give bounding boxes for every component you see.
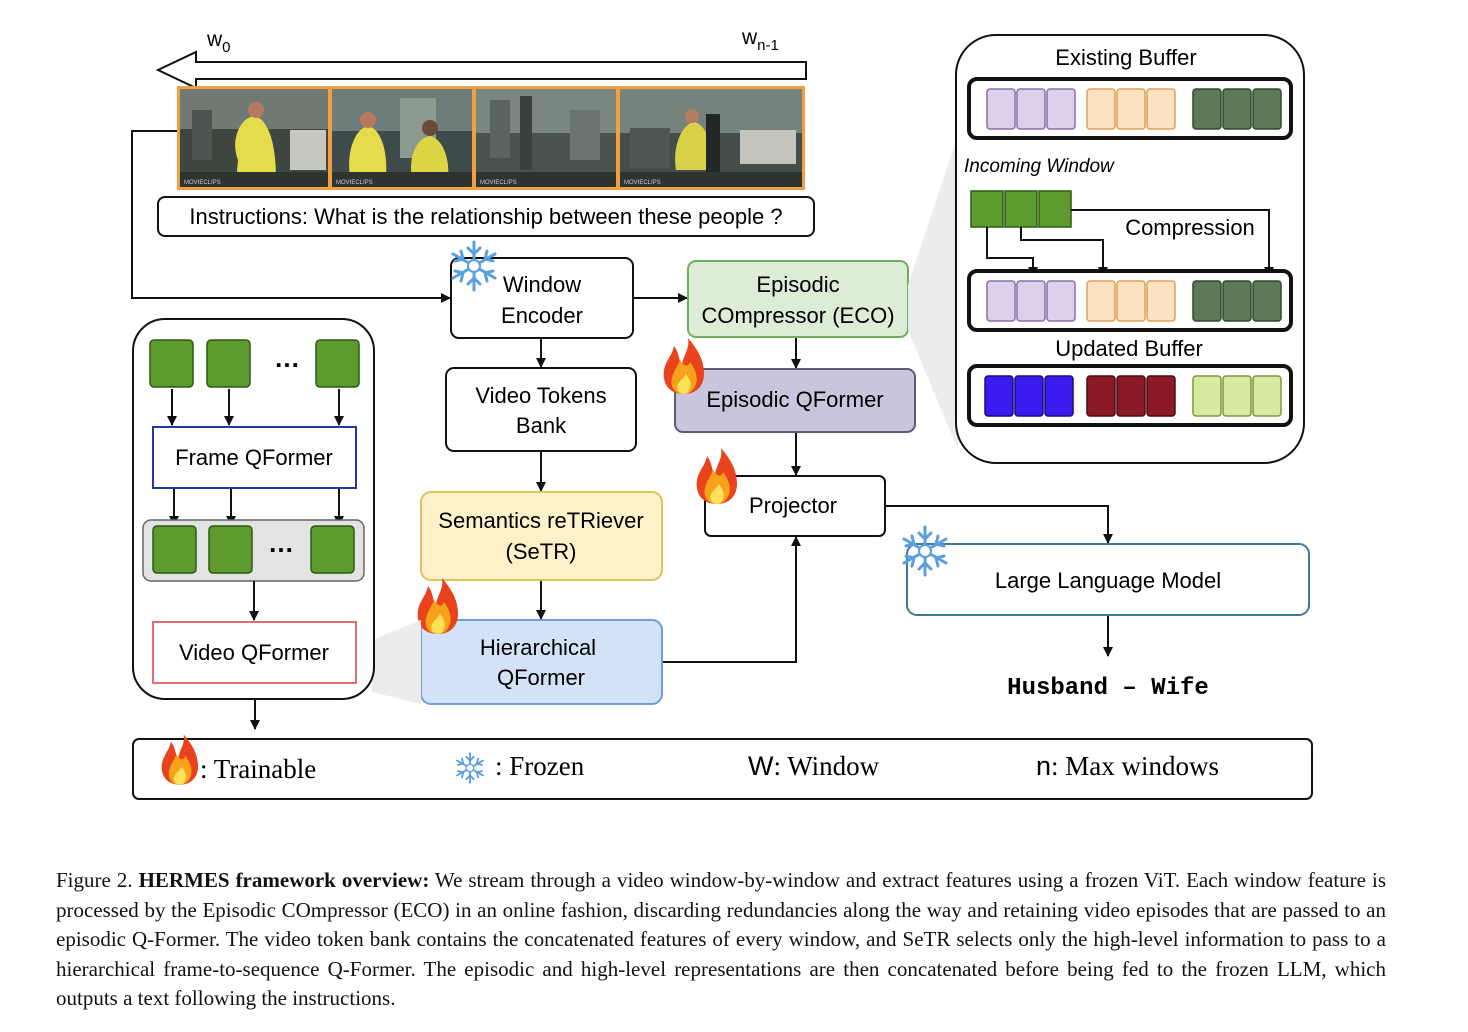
video-frame-3: MOVIECLIPS <box>476 89 616 187</box>
video-qformer-box <box>152 621 357 684</box>
window-encoder-block: Window Encoder <box>450 240 634 339</box>
svg-text:Episodic QFormer: Episodic QFormer <box>706 387 883 412</box>
legend-frozen: : Frozen <box>495 751 585 781</box>
projector-to-llm-arrow <box>885 505 1113 544</box>
hier-to-projector-arrow <box>662 536 801 663</box>
svg-text:Projector: Projector <box>749 493 837 518</box>
frame-token <box>149 339 194 388</box>
figure-caption: Figure 2. HERMES framework overview: We … <box>56 868 1386 1010</box>
svg-text:Large Language Model: Large Language Model <box>995 568 1221 593</box>
frame-token <box>152 525 197 574</box>
svg-text:…: … <box>268 528 294 558</box>
llm-output-text: Husband – Wife <box>1007 675 1209 702</box>
video-frame-2: MOVIECLIPS <box>332 89 472 187</box>
video-qformer-label: Video QFormer <box>179 640 329 665</box>
frame-token <box>315 339 360 388</box>
svg-text:(SeTR): (SeTR) <box>506 539 577 564</box>
window-end-label: wn-1 <box>741 26 779 54</box>
hier-zoom-wedge <box>372 620 421 704</box>
incoming-token <box>1038 190 1072 228</box>
episodic-qformer-block: Episodic QFormer <box>663 338 916 433</box>
updated-buffer-label: Updated Buffer <box>1055 336 1203 361</box>
caption-body: We stream through a video window-by-wind… <box>56 868 1386 1010</box>
frame-qformer-label: Frame QFormer <box>175 445 333 470</box>
projector-block: Projector <box>696 448 886 537</box>
legend: : Trainable : Frozen W: Window n: Max wi… <box>132 734 1313 800</box>
legend-trainable: : Trainable <box>200 754 316 784</box>
existing-buffer-label: Existing Buffer <box>1055 45 1196 70</box>
eco-zoom-wedge <box>908 135 958 450</box>
svg-text:Semantics reTRiever: Semantics reTRiever <box>438 508 643 533</box>
hierarchical-qformer-block: Hierarchical QFormer <box>417 578 663 705</box>
frames-to-encoder-arrow <box>131 130 451 303</box>
hierarchical-detail-panel: … Frame QFormer … Video QFormer <box>132 318 375 700</box>
instructions-text: Instructions: What is the relationship b… <box>189 204 782 229</box>
frame-token <box>310 525 355 574</box>
frame-qformer-box <box>152 426 357 489</box>
svg-text:Encoder: Encoder <box>501 303 583 328</box>
llm-block: Large Language Model <box>902 525 1310 616</box>
svg-text:Window: Window <box>503 272 581 297</box>
incoming-token <box>1004 190 1038 228</box>
svg-text:MOVIECLIPS: MOVIECLIPS <box>480 180 517 186</box>
video-frame-4: MOVIECLIPS <box>620 89 802 187</box>
svg-text:COmpressor (ECO): COmpressor (ECO) <box>701 303 894 328</box>
video-tokens-bank-block: Video Tokens Bank <box>445 367 637 452</box>
trainable-flame-icon <box>696 448 737 504</box>
svg-text:MOVIECLIPS: MOVIECLIPS <box>184 180 221 186</box>
video-frame-strip: MOVIECLIPS MOVIECLIPS MOVIECLIPS <box>177 86 805 190</box>
svg-text:Video Tokens: Video Tokens <box>475 383 606 408</box>
setr-block: Semantics reTRiever (SeTR) <box>420 491 663 581</box>
svg-text:MOVIECLIPS: MOVIECLIPS <box>624 180 661 186</box>
legend-max-windows: n: Max windows <box>1036 751 1219 781</box>
svg-text:Episodic: Episodic <box>756 272 839 297</box>
svg-text:Bank: Bank <box>516 413 567 438</box>
svg-text:QFormer: QFormer <box>497 665 585 690</box>
video-frame-1: MOVIECLIPS <box>180 89 328 187</box>
frame-token <box>206 339 251 388</box>
caption-title: HERMES framework overview: <box>138 868 430 892</box>
instructions-box <box>157 196 815 237</box>
eco-block: Episodic COmpressor (ECO) <box>687 260 909 338</box>
svg-text:Hierarchical: Hierarchical <box>480 635 596 660</box>
buffer-detail-panel: Existing Buffer Incoming Window Compress… <box>955 34 1305 464</box>
trainable-flame-icon <box>417 578 458 634</box>
incoming-token <box>970 190 1004 228</box>
legend-window: W: Window <box>748 751 880 781</box>
compression-label: Compression <box>1125 215 1255 240</box>
svg-text:…: … <box>274 343 300 373</box>
hermes-diagram: w0 wn-1 MOVIECLIPS MOVIECLIPS <box>131 26 1313 800</box>
frame-token <box>208 525 253 574</box>
incoming-window-label: Incoming Window <box>964 156 1115 177</box>
window-direction-arrow <box>155 50 807 90</box>
trainable-flame-icon <box>663 338 704 394</box>
window-start-label: w0 <box>206 28 231 56</box>
svg-text:MOVIECLIPS: MOVIECLIPS <box>336 180 373 186</box>
